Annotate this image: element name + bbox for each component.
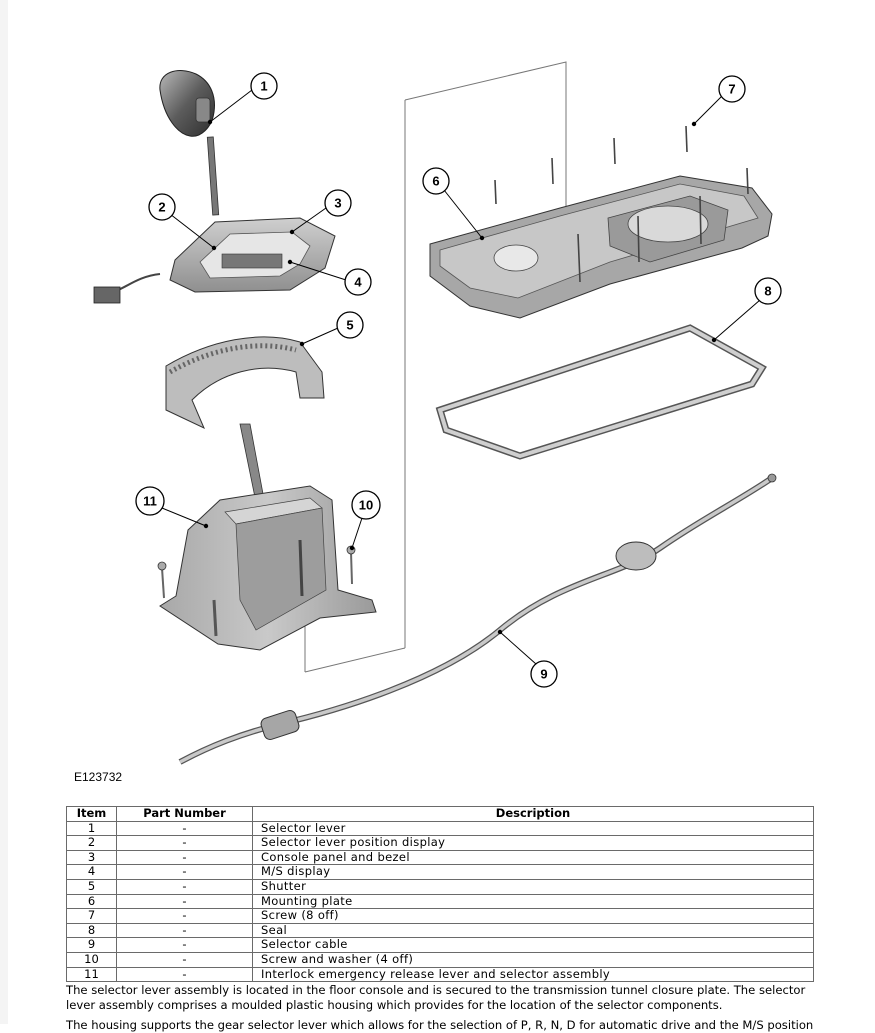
table-row: 1-Selector lever (66, 820, 814, 837)
description-paragraph-continued: The housing supports the gear selector l… (66, 1018, 814, 1032)
callout-11: 11 (135, 486, 209, 529)
callout-1: 1 (207, 72, 278, 125)
table-header-row: Item Part Number Description (66, 806, 814, 822)
table-row: 6-Mounting plate (66, 893, 814, 910)
svg-text:6: 6 (432, 174, 439, 189)
svg-text:11: 11 (143, 494, 157, 509)
callout-5: 5 (299, 311, 364, 347)
selector-assembly-housing (157, 423, 377, 651)
seal (435, 324, 767, 460)
svg-text:7: 7 (728, 82, 735, 97)
svg-text:1: 1 (260, 79, 267, 94)
mounting-plate (429, 175, 773, 319)
table-row: 10-Screw and washer (4 off) (66, 951, 814, 968)
callout-3: 3 (289, 189, 352, 235)
callout-4: 4 (287, 259, 372, 296)
svg-text:4: 4 (354, 275, 362, 290)
assembly-frame-lines (304, 61, 567, 673)
page-edge (0, 0, 8, 1024)
table-row: 7-Screw (8 off) (66, 908, 814, 924)
selector-lever-knob (159, 70, 220, 216)
screws (494, 125, 749, 283)
header-description: Description (252, 806, 814, 822)
table-row: 2-Selector lever position display (66, 835, 814, 851)
parts-table: Item Part Number Description 1-Selector … (66, 806, 814, 983)
table-row: 4-M/S display (66, 864, 814, 880)
table-row: 5-Shutter (66, 878, 814, 895)
shutter (165, 336, 325, 430)
callout-9: 9 (497, 629, 558, 688)
callout-2: 2 (148, 193, 217, 251)
svg-text:8: 8 (764, 284, 771, 299)
svg-text:2: 2 (158, 200, 165, 215)
svg-text:5: 5 (346, 318, 353, 333)
table-row: 3-Console panel and bezel (66, 849, 814, 866)
callout-7: 7 (691, 75, 746, 127)
svg-text:3: 3 (334, 196, 341, 211)
callout-8: 8 (711, 277, 782, 343)
svg-text:10: 10 (359, 498, 373, 513)
callout-6: 6 (422, 167, 485, 241)
callout-10: 10 (349, 490, 381, 551)
table-row: 8-Seal (66, 922, 814, 939)
svg-text:9: 9 (540, 667, 547, 682)
header-item: Item (66, 806, 117, 822)
exploded-view-illustration: 1 2 3 4 5 6 7 8 9 10 (93, 61, 782, 765)
figure-code: E123732 (74, 770, 123, 784)
header-part-number: Part Number (116, 806, 253, 822)
console-panel-bezel (93, 217, 336, 304)
description-paragraph: The selector lever assembly is located i… (66, 983, 806, 1012)
table-row: 11-Interlock emergency release lever and… (66, 966, 814, 983)
table-row: 9-Selector cable (66, 937, 814, 953)
